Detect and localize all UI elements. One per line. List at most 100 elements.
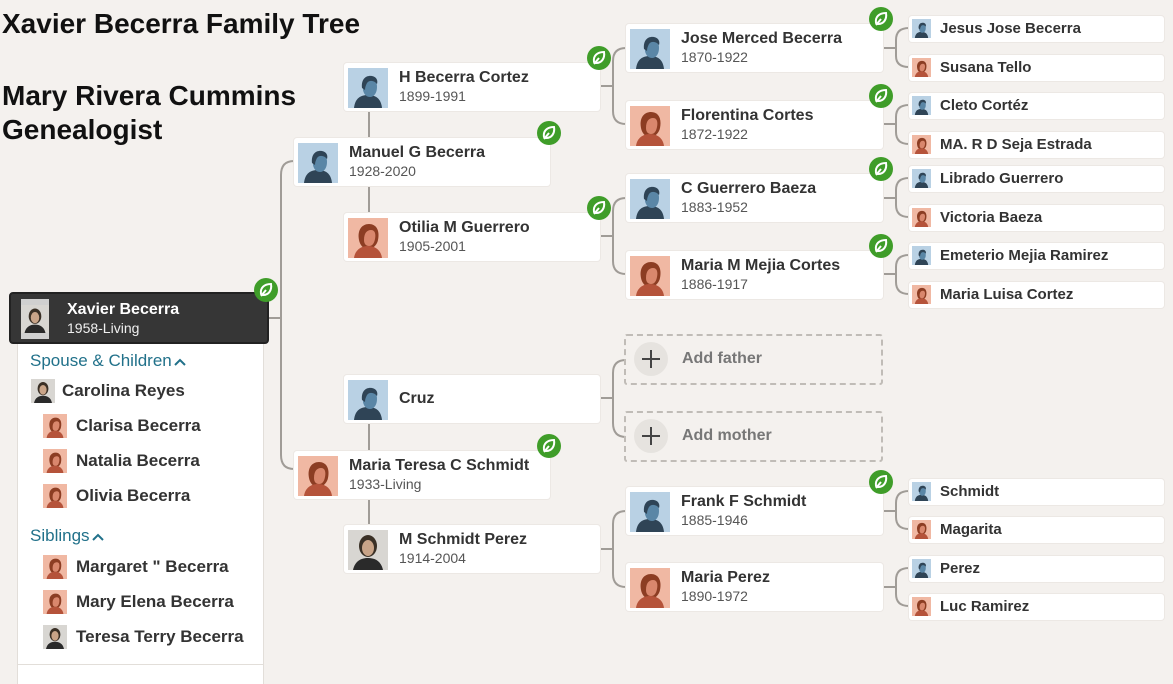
ancestor-card[interactable]: Luc Ramirez <box>909 594 1164 620</box>
spouse-children-toggle[interactable]: Spouse & Children <box>30 351 187 371</box>
male-icon <box>912 19 931 38</box>
grandmother-card[interactable]: Otilia M Guerrero 1905-2001 <box>344 213 600 261</box>
person-name: Maria Luisa Cortez <box>940 286 1074 303</box>
grandmother-card[interactable]: M Schmidt Perez 1914-2004 <box>344 525 600 573</box>
ancestor-card[interactable]: Susana Tello <box>909 55 1164 81</box>
child-name: Olivia Becerra <box>76 486 191 505</box>
female-icon <box>43 590 67 614</box>
male-icon <box>912 482 931 501</box>
male-icon <box>348 380 388 420</box>
person-name: Jose Merced Becerra <box>681 30 842 47</box>
sibling-name: Margaret " Becerra <box>76 557 229 576</box>
person-name: Susana Tello <box>940 59 1032 76</box>
ancestor-card[interactable]: Magarita <box>909 517 1164 543</box>
person-dates: 1872-1922 <box>681 126 748 142</box>
add-father-label: Add father <box>682 350 762 367</box>
great-grandparent-card[interactable]: Maria Perez 1890-1972 <box>626 563 883 611</box>
child-name: Clarisa Becerra <box>76 416 201 435</box>
grandfather-card[interactable]: H Becerra Cortez 1899-1991 <box>344 63 600 111</box>
female-icon <box>43 414 67 438</box>
person-name: Cleto Cortéz <box>940 97 1029 114</box>
female-icon <box>912 208 931 227</box>
female-icon <box>348 218 388 258</box>
female-icon <box>630 106 670 146</box>
ancestor-card[interactable]: Perez <box>909 556 1164 582</box>
person-name: Jesus Jose Becerra <box>940 20 1081 37</box>
hint-leaf-icon[interactable] <box>869 7 893 31</box>
person-name: MA. R D Seja Estrada <box>940 136 1092 153</box>
ancestor-card[interactable]: Emeterio Mejia Ramirez <box>909 243 1164 269</box>
female-icon <box>43 449 67 473</box>
ancestor-card[interactable]: Maria Luisa Cortez <box>909 282 1164 308</box>
person-dates: 1905-2001 <box>399 238 466 254</box>
ancestor-card[interactable]: Victoria Baeza <box>909 205 1164 231</box>
female-icon <box>912 520 931 539</box>
female-icon <box>298 456 338 496</box>
great-grandparent-card[interactable]: Frank F Schmidt 1885-1946 <box>626 487 883 535</box>
focus-person-photo <box>21 299 49 339</box>
female-icon <box>630 568 670 608</box>
person-name: Maria Perez <box>681 569 770 586</box>
hint-leaf-icon[interactable] <box>254 278 278 302</box>
spouse-photo <box>31 379 55 403</box>
female-icon <box>912 135 931 154</box>
person-name: C Guerrero Baeza <box>681 180 817 197</box>
person-dates: 1933-Living <box>349 476 422 492</box>
great-grandparent-card[interactable]: Jose Merced Becerra 1870-1922 <box>626 24 883 72</box>
hint-leaf-icon[interactable] <box>537 434 561 458</box>
person-name: Emeterio Mejia Ramirez <box>940 247 1109 264</box>
sibling-name: Mary Elena Becerra <box>76 592 234 611</box>
male-icon <box>630 179 670 219</box>
person-name: M Schmidt Perez <box>399 531 528 548</box>
person-name: H Becerra Cortez <box>399 69 529 86</box>
person-dates: 1914-2004 <box>399 550 466 566</box>
person-name: Frank F Schmidt <box>681 493 807 510</box>
person-name: Florentina Cortes <box>681 107 814 124</box>
person-dates: 1890-1972 <box>681 588 748 604</box>
great-grandparent-card[interactable]: Florentina Cortes 1872-1922 <box>626 101 883 149</box>
person-dates: 1883-1952 <box>681 199 748 215</box>
panel-divider <box>18 664 263 665</box>
hint-leaf-icon[interactable] <box>869 157 893 181</box>
hint-leaf-icon[interactable] <box>587 46 611 70</box>
page-subtitle-role: Genealogist <box>2 114 163 145</box>
ancestor-card[interactable]: MA. R D Seja Estrada <box>909 132 1164 158</box>
spouse-children-label: Spouse & Children <box>30 351 172 370</box>
mother-card[interactable]: Maria Teresa C Schmidt 1933-Living <box>294 451 550 499</box>
add-mother-button[interactable]: Add mother <box>624 411 883 462</box>
hint-leaf-icon[interactable] <box>537 121 561 145</box>
focus-person-name: Xavier Becerra <box>67 301 180 318</box>
grandfather-card[interactable]: Cruz <box>344 375 600 423</box>
female-icon <box>912 58 931 77</box>
ancestor-card[interactable]: Jesus Jose Becerra <box>909 16 1164 42</box>
person-name: Maria M Mejia Cortes <box>681 257 841 274</box>
female-icon <box>912 597 931 616</box>
male-icon <box>630 492 670 532</box>
hint-leaf-icon[interactable] <box>869 234 893 258</box>
person-name: Victoria Baeza <box>940 209 1043 226</box>
person-name: Manuel G Becerra <box>349 144 486 161</box>
hint-leaf-icon[interactable] <box>869 84 893 108</box>
hint-leaf-icon[interactable] <box>587 196 611 220</box>
person-name: Cruz <box>399 390 435 407</box>
page-subtitle-name: Mary Rivera Cummins <box>2 80 297 111</box>
sibling-name: Teresa Terry Becerra <box>76 627 244 646</box>
person-name: Maria Teresa C Schmidt <box>349 457 530 474</box>
male-icon <box>630 29 670 69</box>
siblings-toggle[interactable]: Siblings <box>30 526 105 546</box>
male-icon <box>298 143 338 183</box>
father-card[interactable]: Manuel G Becerra 1928-2020 <box>294 138 550 186</box>
add-mother-label: Add mother <box>682 427 772 444</box>
hint-leaf-icon[interactable] <box>869 470 893 494</box>
family-panel: Spouse & Children Carolina Reyes Clarisa… <box>17 344 264 684</box>
female-icon <box>912 285 931 304</box>
great-grandparent-card[interactable]: C Guerrero Baeza 1883-1952 <box>626 174 883 222</box>
ancestor-card[interactable]: Schmidt <box>909 479 1164 505</box>
focus-person-card[interactable]: Xavier Becerra 1958-Living <box>9 292 269 344</box>
person-name: Magarita <box>940 521 1002 538</box>
add-father-button[interactable]: Add father <box>624 334 883 385</box>
person-name: Otilia M Guerrero <box>399 219 530 236</box>
ancestor-card[interactable]: Librado Guerrero <box>909 166 1164 192</box>
ancestor-card[interactable]: Cleto Cortéz <box>909 93 1164 119</box>
great-grandparent-card[interactable]: Maria M Mejia Cortes 1886-1917 <box>626 251 883 299</box>
